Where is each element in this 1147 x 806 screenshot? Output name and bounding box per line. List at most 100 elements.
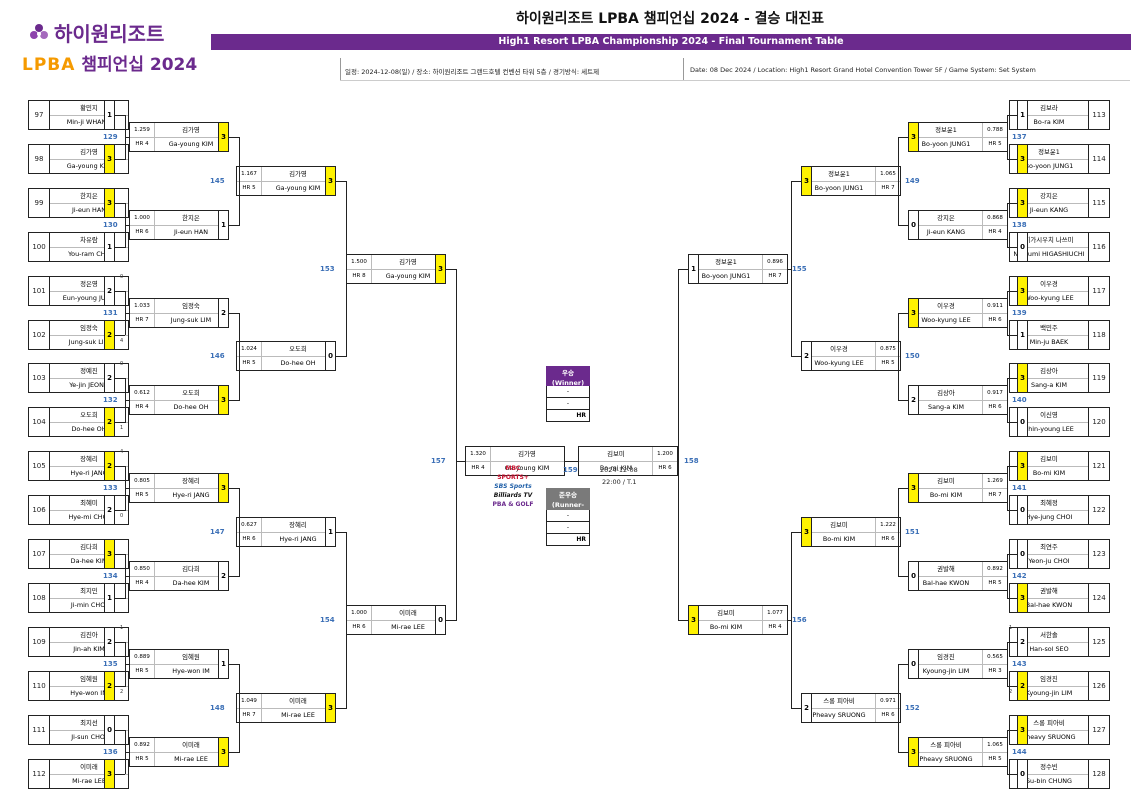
- set-score: 3: [218, 473, 229, 504]
- player-name-ko: 정은영: [50, 277, 128, 292]
- player-name-ko: 장혜리: [50, 452, 128, 468]
- seed-number: 103: [28, 363, 50, 394]
- high-run: HR 7: [237, 707, 262, 722]
- player-name-ko: 김가영: [261, 167, 335, 182]
- player-name-en: Bo-mi KIM: [709, 622, 743, 631]
- bracket-line: [1007, 378, 1008, 424]
- average-score: 0.850: [130, 561, 155, 577]
- average-score: 0.911: [982, 298, 1007, 314]
- bracket-line: [125, 663, 129, 665]
- player-name-en: Hye-won IM: [70, 688, 108, 697]
- player-name-ko: 이우경: [802, 342, 876, 358]
- average-score: 1.269: [982, 474, 1007, 490]
- bracket-line: [898, 312, 908, 314]
- player-name-en: Sang-a KIM: [928, 403, 964, 412]
- set-score: 2: [801, 341, 812, 372]
- winner-name-en: -: [546, 398, 590, 410]
- seed-number: 106: [28, 495, 50, 526]
- bracket-line: [115, 685, 125, 687]
- average-score: 1.200: [652, 447, 677, 463]
- set-score: 1: [1017, 100, 1028, 130]
- player-name-ko: 김상아: [909, 386, 983, 402]
- player-name-en: Hye-jung CHOI: [1025, 513, 1073, 522]
- match-number: 135: [103, 659, 118, 668]
- average-score: 0.788: [982, 122, 1007, 138]
- set-score: 2: [104, 363, 115, 394]
- runner-up-name-ko: -: [546, 510, 590, 522]
- match-number: 149: [905, 176, 920, 185]
- player-name-en: Mi-rae LEE: [281, 710, 315, 719]
- high-run: HR 5: [130, 751, 155, 766]
- bracket-line: [115, 202, 125, 204]
- average-score: 0.917: [982, 386, 1007, 402]
- event-info-korean: 일정: 2024-12-08(일) / 장소: 하이원리조트 그랜드호텔 컨벤션…: [345, 68, 600, 76]
- bracket-line: [791, 180, 801, 182]
- player-name-ko: 권발해: [909, 562, 983, 577]
- match-number: 150: [905, 352, 920, 361]
- bracket-line: [115, 334, 125, 336]
- player-name-ko: 임혜원: [50, 672, 128, 687]
- tiebreak-score: 4: [120, 449, 124, 456]
- average-score: 1.259: [130, 122, 155, 138]
- bracket-line: [1007, 246, 1017, 248]
- match-number: 147: [210, 528, 225, 537]
- player-name-en: Ji-eun KANG: [1029, 205, 1069, 214]
- bracket-line: [791, 532, 792, 709]
- set-score: 3: [1017, 714, 1028, 745]
- player-name-en: Ji-min CHOI: [70, 600, 108, 609]
- player-name-ko: 백민주: [1010, 321, 1088, 336]
- bracket-line: [678, 268, 688, 270]
- match-number: 155: [792, 264, 807, 273]
- player-name-ko: 임경진: [1010, 672, 1088, 687]
- seed-number: 98: [28, 143, 50, 174]
- set-score: 1: [104, 231, 115, 262]
- player-name-en: Bo-ra KIM: [1033, 118, 1065, 126]
- bracket-line: [898, 488, 899, 577]
- set-score: 0: [1017, 758, 1028, 789]
- player-name-ko: 임혜원: [154, 650, 228, 665]
- match-number: 131: [103, 308, 118, 317]
- match-number: 156: [792, 615, 807, 624]
- bracket-line: [1007, 334, 1017, 336]
- player-name-ko: 정보윤1: [909, 123, 983, 138]
- player-name-en: Hye-mi CHOI: [68, 513, 110, 522]
- player-name-en: Ji-eun HAN: [72, 205, 106, 214]
- set-score: 2: [104, 451, 115, 482]
- bracket-line: [446, 268, 456, 270]
- player-name-en: Bo-mi KIM: [1032, 469, 1066, 478]
- set-score: 3: [908, 736, 919, 767]
- player-name-ko: 김보미: [802, 518, 876, 534]
- player-name-en: Ji-sun CHOI: [71, 732, 107, 741]
- set-score: 3: [218, 385, 229, 416]
- bracket-line: [115, 422, 125, 424]
- set-score: 3: [908, 297, 919, 328]
- bracket-line: [125, 575, 129, 577]
- bracket-line: [336, 532, 346, 534]
- high-run: HR 6: [130, 224, 155, 239]
- seed-number: 100: [28, 231, 50, 262]
- bracket-line: [1007, 510, 1017, 512]
- player-name-en: Pheavy SRUONG: [1022, 732, 1076, 741]
- player-name-ko: 한지은: [50, 189, 128, 204]
- tiebreak-score: 1: [120, 425, 124, 432]
- bracket-line: [115, 641, 125, 643]
- bracket-line: [1007, 685, 1017, 687]
- set-score: 3: [218, 736, 229, 767]
- billiards-tv-logo: Billiards TV: [493, 492, 533, 499]
- set-score: 2: [104, 626, 115, 657]
- bracket-line: [115, 378, 125, 380]
- match-number: 132: [103, 396, 118, 405]
- bracket-line: [239, 312, 240, 402]
- runner-up-header: 준우승 (Runner-up): [546, 488, 590, 519]
- seed-number: 113: [1088, 100, 1110, 130]
- bracket-line: [125, 488, 129, 490]
- average-score: 1.065: [982, 737, 1007, 753]
